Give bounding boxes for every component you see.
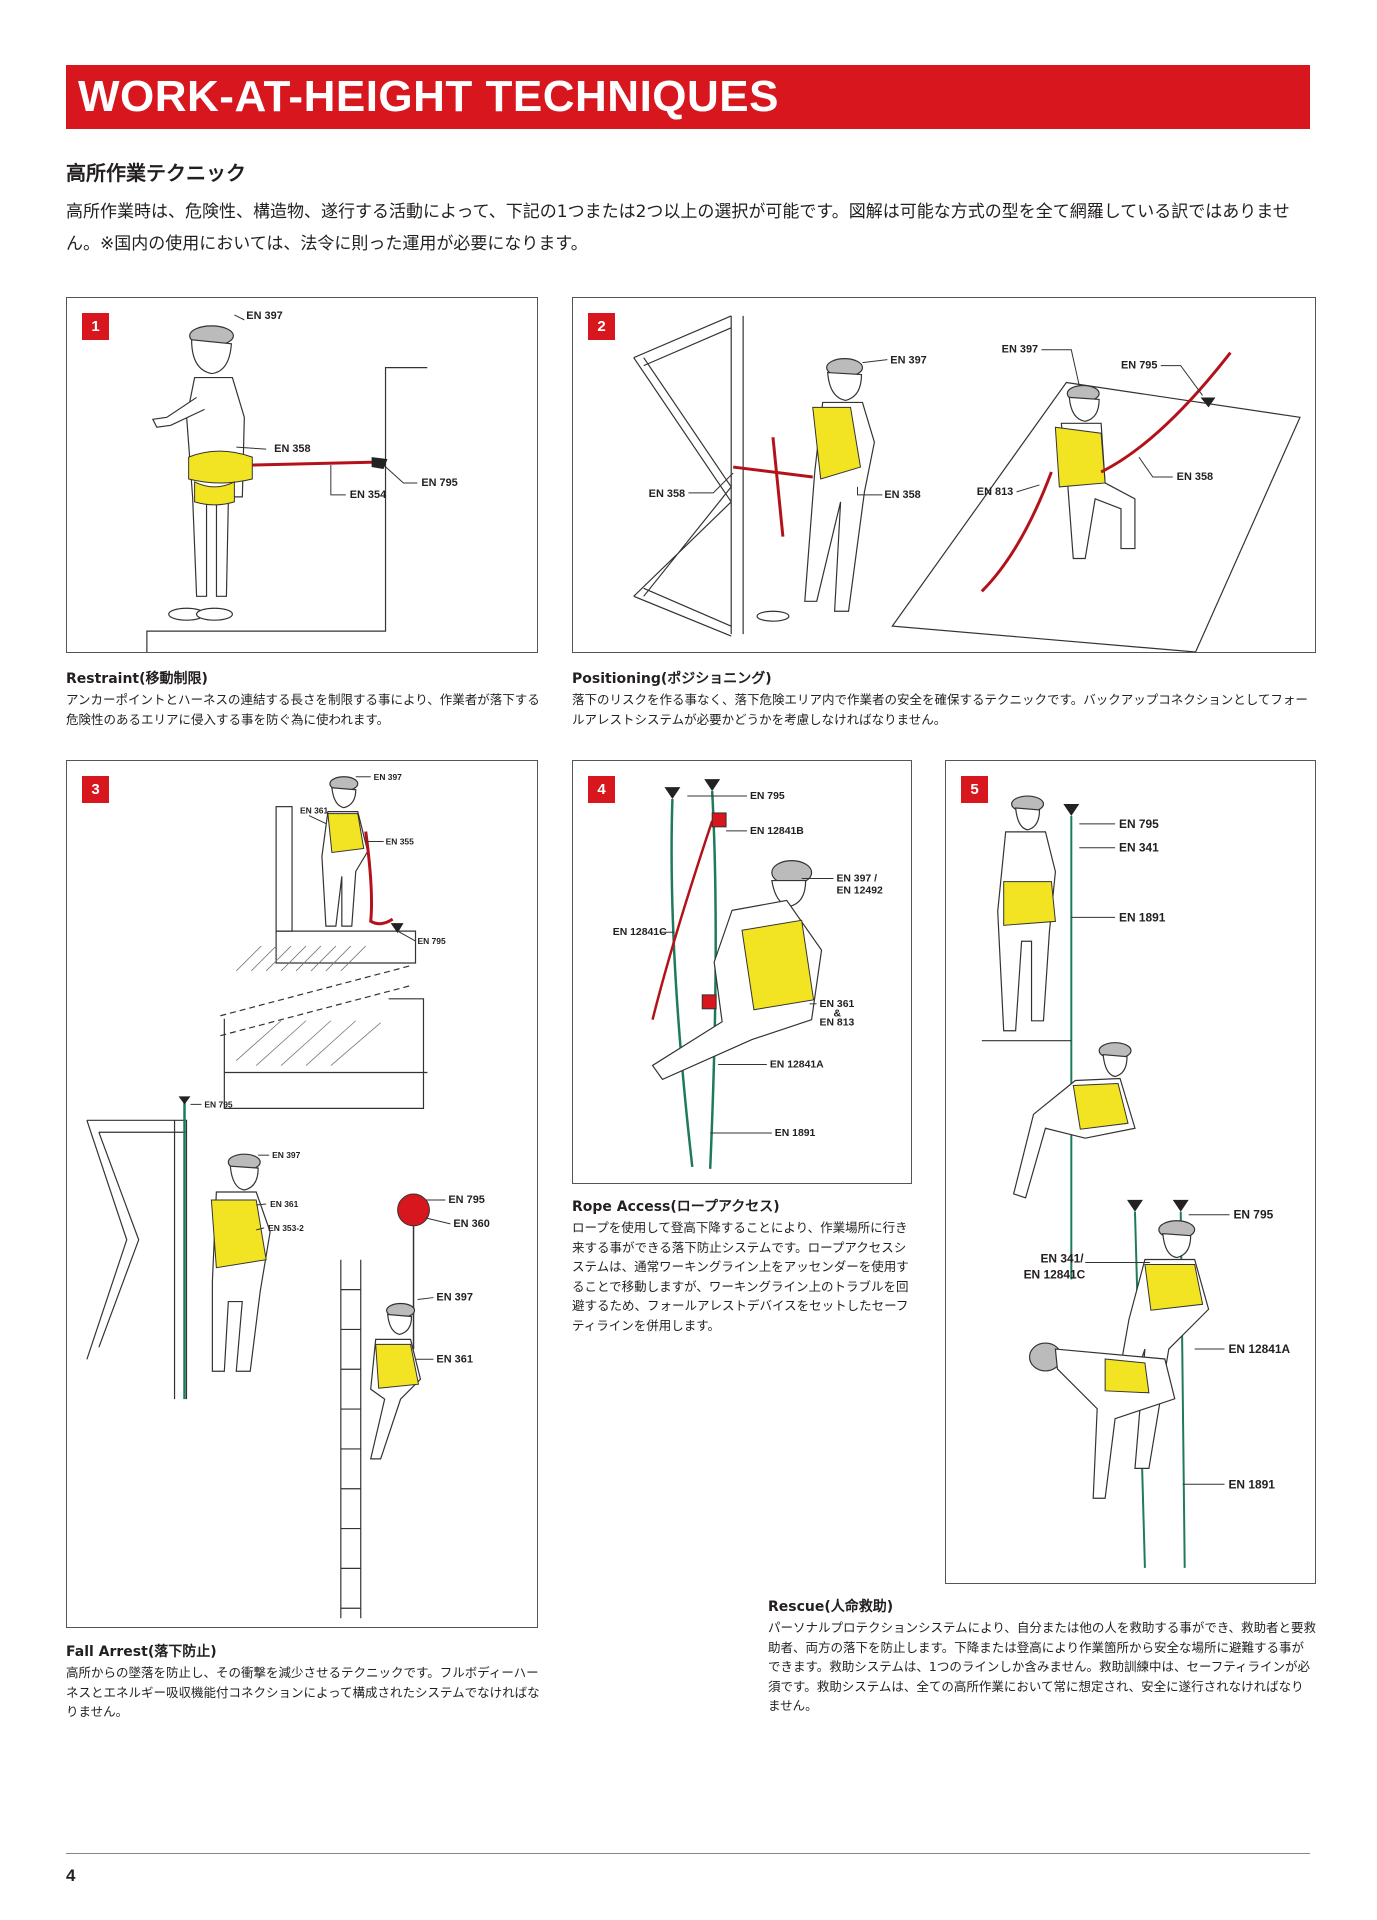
label-en795: EN 795 — [448, 1194, 484, 1206]
positioning-illustration: EN 397 EN 358 EN 358 EN 397 EN 795 EN 81… — [633, 315, 1301, 652]
caption-title: Rescue(人命救助) — [768, 1599, 894, 1615]
intro-paragraph: 高所作業時は、危険性、構造物、遂行する活動によって、下記の1つまたは2つ以上の選… — [66, 202, 1290, 254]
label-en353-2: EN 353-2 — [268, 1223, 304, 1233]
section-subtitle: 高所作業テクニック — [66, 161, 246, 185]
label-en813: EN 813 — [820, 1018, 855, 1029]
label-en813: EN 813 — [977, 486, 1013, 498]
label-en1891: EN 1891 — [1119, 910, 1166, 924]
label-en341-slash: EN 341/ — [1040, 1252, 1084, 1266]
label-en397: EN 397 / — [836, 874, 877, 885]
caption-title: Fall Arrest(落下防止) — [66, 1644, 217, 1660]
label-en358: EN 358 — [649, 488, 685, 500]
footer-divider — [66, 1853, 1310, 1854]
label-en795: EN 795 — [204, 1099, 232, 1109]
label-en12841b: EN 12841B — [750, 826, 804, 837]
rescue-illustration: EN 795 EN 341 EN 1891 EN 795 EN 341/ EN … — [981, 795, 1290, 1568]
label-en1891: EN 1891 — [775, 1128, 816, 1139]
caption-positioning: Positioning(ポジショニング) 落下のリスクを作る事なく、落下危険エリ… — [572, 668, 1316, 729]
page-number: 4 — [66, 1866, 76, 1885]
caption-title: Restraint(移動制限) — [66, 671, 208, 687]
caption-fall-arrest: Fall Arrest(落下防止) 高所からの墜落を防止し、その衝撃を減少させる… — [66, 1641, 542, 1722]
label-en12492: EN 12492 — [836, 885, 883, 896]
panel-rescue: EN 795 EN 341 EN 1891 EN 795 EN 341/ EN … — [945, 760, 1316, 1584]
label-en397: EN 397 — [246, 310, 282, 322]
label-ampersand: & — [833, 1009, 841, 1020]
panel-number-badge: 3 — [82, 776, 109, 803]
panel-restraint: EN 397 EN 358 EN 354 EN 795 1 — [66, 297, 538, 653]
label-en358: EN 358 — [274, 443, 310, 455]
label-en397: EN 397 — [1002, 344, 1038, 356]
panel-rope-access: EN 795 EN 12841B EN 397 / EN 12492 EN 12… — [572, 760, 912, 1184]
restraint-illustration: EN 397 EN 358 EN 354 EN 795 — [146, 310, 458, 652]
label-en397: EN 397 — [890, 355, 926, 367]
label-en341: EN 341 — [1119, 841, 1159, 855]
label-en397: EN 397 — [374, 772, 402, 782]
label-en361: EN 361 — [820, 999, 855, 1010]
label-en795: EN 795 — [421, 477, 457, 489]
panel-positioning: EN 397 EN 358 EN 358 EN 397 EN 795 EN 81… — [572, 297, 1316, 653]
label-en12841a: EN 12841A — [1228, 1342, 1290, 1356]
caption-body: 高所からの墜落を防止し、その衝撃を減少させるテクニックです。フルボディーハーネス… — [66, 1665, 540, 1719]
label-en12841c: EN 12841C — [1024, 1267, 1086, 1281]
label-en361: EN 361 — [270, 1199, 298, 1209]
panel-number-badge: 1 — [82, 313, 109, 340]
rope-access-illustration: EN 795 EN 12841B EN 397 / EN 12492 EN 12… — [613, 779, 883, 1169]
label-en361: EN 361 — [436, 1353, 472, 1365]
caption-title: Rope Access(ロープアクセス) — [572, 1199, 780, 1215]
panel-number-badge: 5 — [961, 776, 988, 803]
caption-body: アンカーポイントとハーネスの連結する長さを制限する事により、作業者が落下する危険… — [66, 692, 540, 727]
label-en795: EN 795 — [750, 791, 785, 802]
label-en397: EN 397 — [436, 1292, 472, 1304]
label-en1891: EN 1891 — [1228, 1477, 1275, 1491]
label-en354: EN 354 — [350, 489, 387, 501]
label-en360: EN 360 — [453, 1218, 489, 1230]
label-en12841c: EN 12841C — [613, 927, 667, 938]
page-title-banner: WORK-AT-HEIGHT TECHNIQUES — [66, 65, 1310, 129]
caption-rescue: Rescue(人命救助) パーソナルプロテクションシステムにより、自分または他の… — [768, 1596, 1316, 1716]
label-en12841a: EN 12841A — [770, 1059, 824, 1070]
caption-rope-access: Rope Access(ロープアクセス) ロープを使用して登高下降することにより… — [572, 1196, 914, 1335]
panel-fall-arrest: EN 397 EN 361 EN 355 EN 795 EN 795 EN 39… — [66, 760, 538, 1628]
panel-number-badge: 2 — [588, 313, 615, 340]
label-en795: EN 795 — [1233, 1208, 1273, 1222]
label-en795: EN 795 — [1119, 817, 1159, 831]
panel-number-badge: 4 — [588, 776, 615, 803]
label-en358: EN 358 — [884, 489, 920, 501]
page-title: WORK-AT-HEIGHT TECHNIQUES — [78, 72, 779, 121]
caption-body: 落下のリスクを作る事なく、落下危険エリア内で作業者の安全を確保するテクニックです… — [572, 692, 1308, 727]
label-en795: EN 795 — [418, 936, 446, 946]
label-en795: EN 795 — [1121, 360, 1157, 372]
caption-body: パーソナルプロテクションシステムにより、自分または他の人を救助する事ができ、救助… — [768, 1620, 1317, 1713]
fall-arrest-illustration: EN 397 EN 361 EN 355 EN 795 EN 795 EN 39… — [86, 772, 490, 1619]
label-en355: EN 355 — [386, 836, 414, 846]
caption-title: Positioning(ポジショニング) — [572, 671, 772, 687]
label-en358: EN 358 — [1177, 471, 1213, 483]
caption-restraint: Restraint(移動制限) アンカーポイントとハーネスの連結する長さを制限す… — [66, 668, 542, 729]
label-en397: EN 397 — [272, 1150, 300, 1160]
caption-body: ロープを使用して登高下降することにより、作業場所に行き来する事ができる落下防止シ… — [572, 1220, 909, 1333]
label-en361: EN 361 — [300, 806, 328, 816]
